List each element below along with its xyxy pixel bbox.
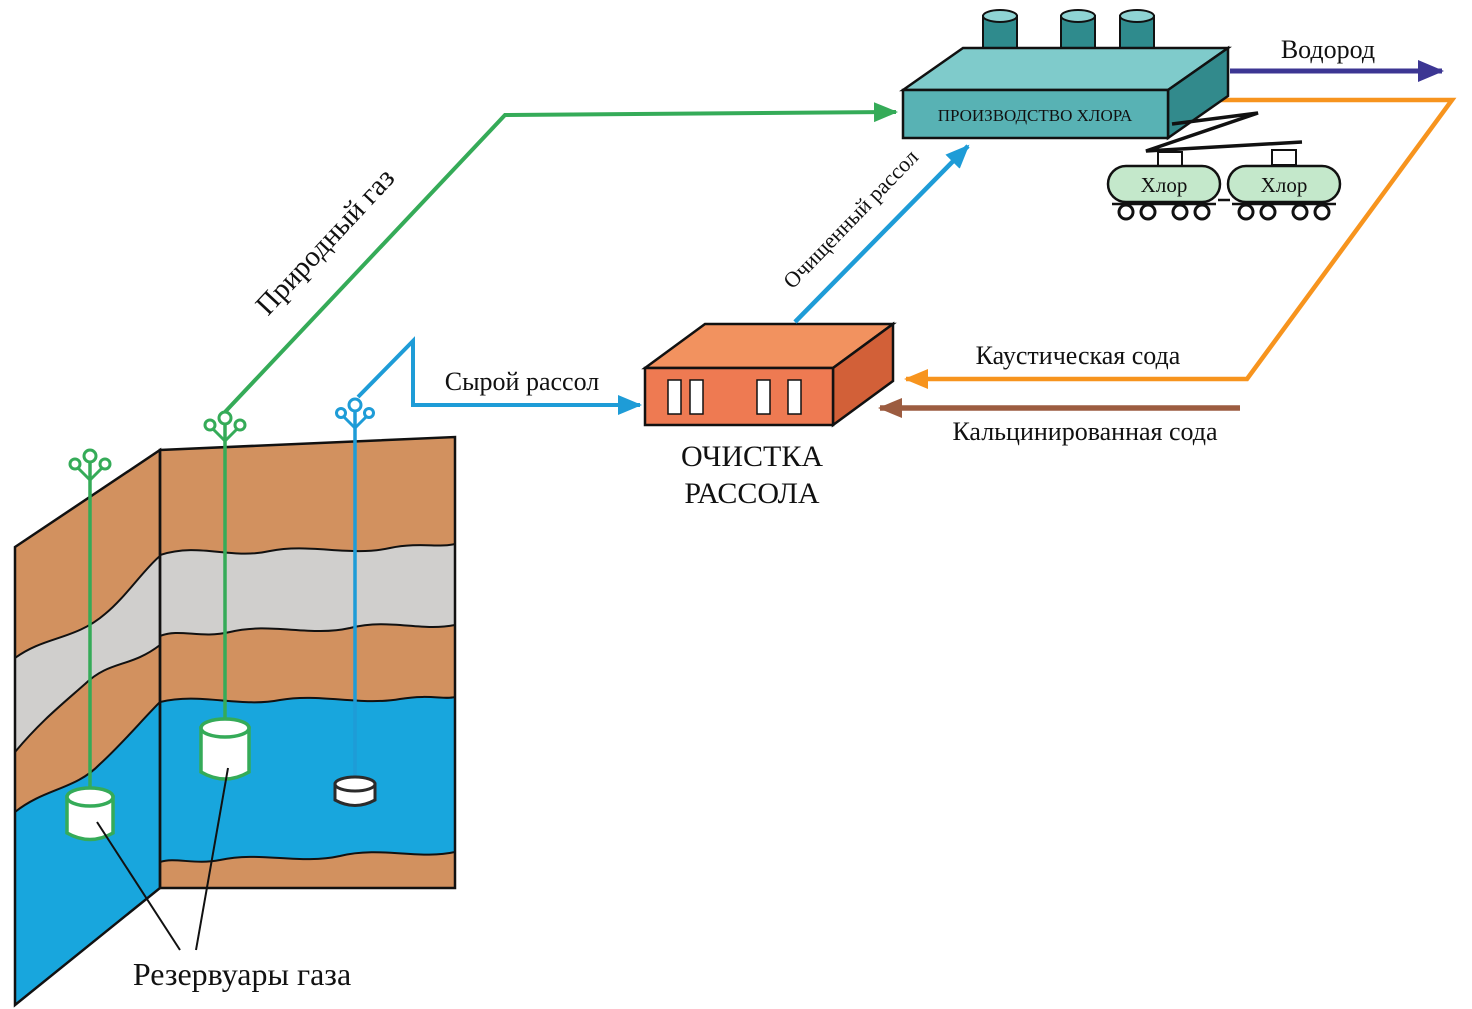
purification-windows — [667, 379, 802, 415]
tank-body — [1226, 164, 1342, 204]
tank-body — [1106, 164, 1222, 204]
raw-brine-line — [356, 336, 642, 415]
purified-brine-label: Очищенный рассол — [778, 144, 923, 293]
tank-car-2: Хлор — [1226, 149, 1342, 221]
ground-left-panel — [15, 450, 160, 1005]
soda-ash-flow: Кальцинированная сода — [878, 398, 1240, 446]
water-layer-left — [15, 699, 160, 1005]
ground-right-panel — [160, 437, 455, 888]
tank-car-1: Хлор — [1106, 151, 1222, 221]
caustic-soda-label: Каустическая сода — [976, 341, 1181, 370]
caustic-soda-flow: Каустическая сода — [904, 97, 1457, 389]
pointer-line-1 — [96, 821, 181, 951]
chlorine-loading: Хлор Хлор — [1106, 111, 1342, 221]
wells — [65, 397, 377, 842]
caustic-soda-line — [904, 97, 1457, 389]
brine-reservoir-tank — [333, 775, 377, 807]
gas-well-2 — [199, 410, 251, 781]
gas-reservoirs-label: Резервуары газа — [133, 956, 351, 992]
plant-label: ПРОИЗВОДСТВО ХЛОРА — [938, 106, 1133, 125]
purification-label-line2: РАССОЛА — [684, 477, 820, 510]
purified-brine-flow: Очищенный рассол — [778, 144, 970, 324]
hydrogen-flow: Водород — [1230, 35, 1444, 82]
pointer-line-2 — [195, 767, 229, 951]
gas-reservoirs-callout: Резервуары газа — [96, 767, 351, 992]
wellhead-icon — [335, 397, 375, 430]
gray-rock-layer-left — [15, 553, 160, 755]
brine-purification-building — [641, 321, 897, 428]
raw-brine-label: Сырой рассол — [445, 367, 600, 396]
gas-reservoir-tank-1 — [65, 786, 115, 842]
brine-well — [333, 397, 377, 807]
tank-car-label: Хлор — [1261, 173, 1308, 197]
gray-rock-layer-right — [160, 542, 455, 638]
wheels — [1117, 203, 1211, 221]
purified-brine-line — [793, 144, 970, 324]
tank-dome — [1271, 149, 1297, 166]
purification-label: ОЧИСТКА РАССОЛА — [681, 440, 823, 510]
wheels — [1237, 203, 1331, 221]
gas-reservoir-tank-2 — [199, 717, 251, 781]
natural-gas-label: Природный газ — [250, 162, 402, 321]
purification-label-line1: ОЧИСТКА — [681, 440, 823, 473]
wellhead-icon — [68, 448, 112, 482]
hydrogen-label: Водород — [1281, 35, 1375, 64]
raw-brine-flow: Сырой рассол — [356, 336, 642, 415]
chlorine-plant-building: ПРОИЗВОДСТВО ХЛОРА — [899, 9, 1232, 141]
loading-chute — [1145, 111, 1303, 153]
natural-gas-line — [223, 102, 898, 414]
wellhead-icon — [203, 410, 247, 443]
tank-car-label: Хлор — [1141, 173, 1188, 197]
plant-front — [901, 88, 1170, 140]
soda-ash-label: Кальцинированная сода — [952, 417, 1218, 446]
